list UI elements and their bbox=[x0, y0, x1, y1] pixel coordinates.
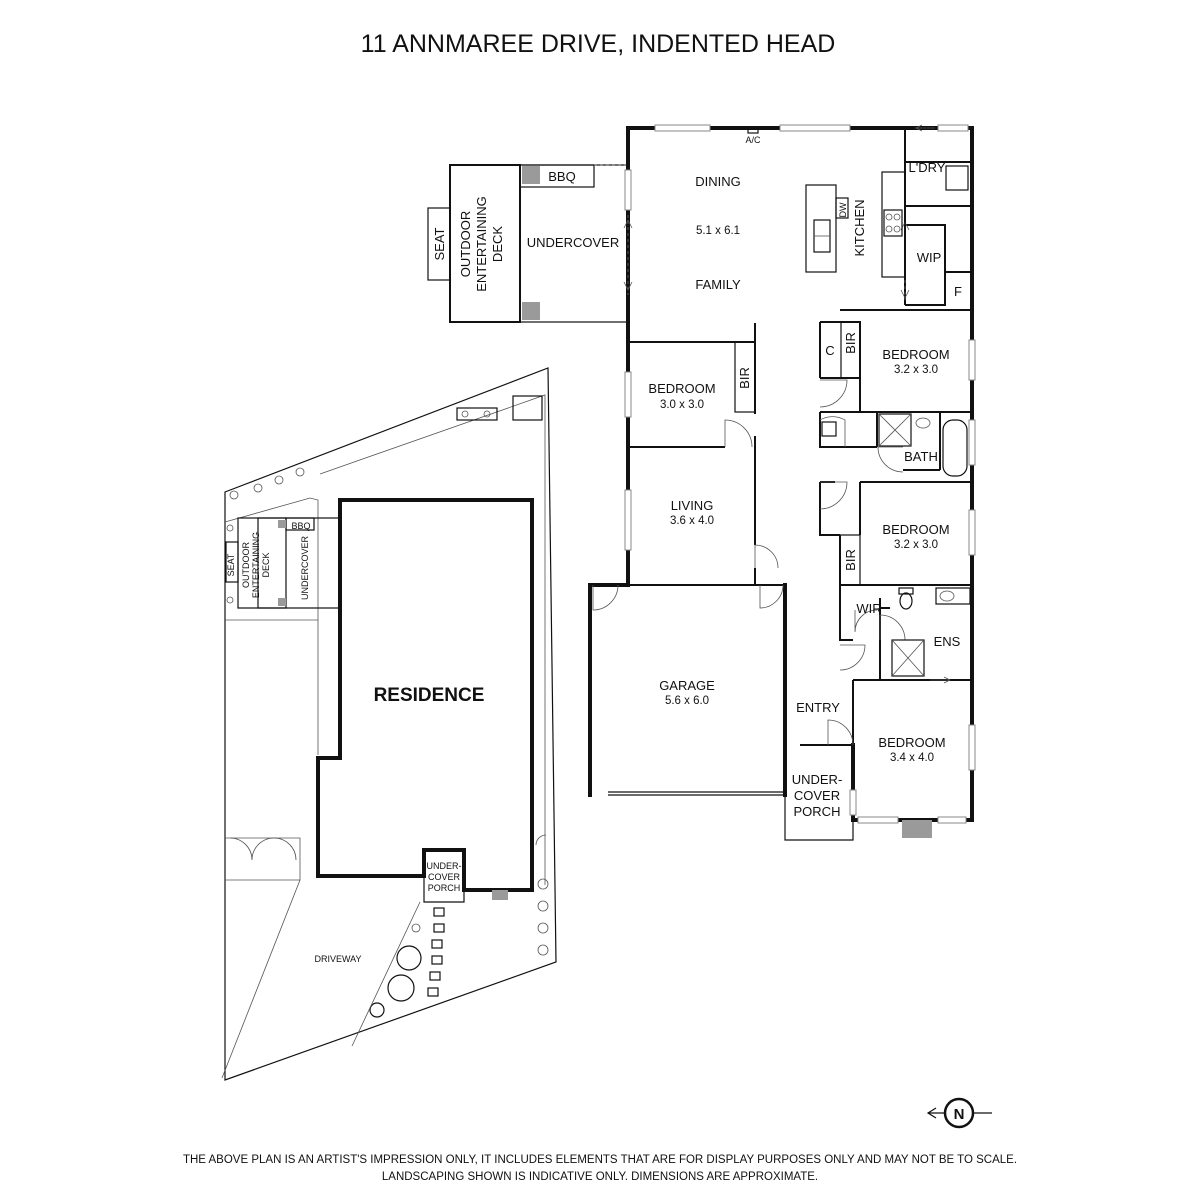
wir-label: WIR bbox=[856, 601, 881, 616]
deck-label-line3: DECK bbox=[490, 226, 505, 262]
bath-basin bbox=[915, 417, 931, 429]
ens-basin bbox=[939, 590, 955, 602]
exterior-walls bbox=[588, 126, 974, 841]
bir-east-label: BIR bbox=[843, 549, 858, 571]
bedroom-ne-label: BEDROOM bbox=[882, 347, 949, 362]
north-compass: N bbox=[926, 1097, 992, 1129]
living-label: LIVING bbox=[671, 498, 714, 513]
seat-label: SEAT bbox=[432, 227, 447, 260]
dining-dims: 5.1 x 6.1 bbox=[696, 225, 740, 237]
garden-plants bbox=[226, 410, 549, 1018]
ens-toilet bbox=[899, 592, 913, 610]
disclaimer-line2: LANDSCAPING SHOWN IS INDICATIVE ONLY. DI… bbox=[382, 1171, 818, 1183]
site-porch-line2: COVER bbox=[428, 872, 461, 882]
bbq-post bbox=[522, 166, 540, 184]
site-deck-line3: DECK bbox=[261, 552, 271, 577]
undercover-label: UNDERCOVER bbox=[527, 235, 619, 250]
room-labels: DINING 5.1 x 6.1 FAMILY A/C KITCHEN DW L… bbox=[432, 135, 962, 819]
bath-label: BATH bbox=[904, 449, 938, 464]
site-bbq-label: BBQ bbox=[291, 521, 310, 531]
site-boundary bbox=[224, 367, 557, 1081]
kitchen-island bbox=[805, 184, 837, 273]
cupboard-label: C bbox=[825, 343, 834, 358]
bedroom-east-label: BEDROOM bbox=[882, 522, 949, 537]
pavers bbox=[427, 907, 445, 997]
site-porch-line1: UNDER- bbox=[427, 861, 462, 871]
windows bbox=[624, 124, 976, 838]
wip-label: WIP bbox=[917, 250, 942, 265]
family-label: FAMILY bbox=[695, 277, 741, 292]
driveway-edge-west bbox=[221, 879, 301, 1079]
deck-label-line1: OUTDOOR bbox=[458, 211, 473, 277]
ac-label: A/C bbox=[745, 135, 761, 145]
page-title: 11 ANNMAREE DRIVE, INDENTED HEAD bbox=[361, 30, 836, 58]
outdoor-area bbox=[427, 164, 629, 323]
porch-label-line1: UNDER- bbox=[792, 772, 843, 787]
entry-label: ENTRY bbox=[796, 700, 840, 715]
site-seat bbox=[225, 541, 239, 583]
dishwasher-label: DW bbox=[838, 202, 848, 217]
bedroom-west-dims: 3.0 x 3.0 bbox=[660, 399, 704, 411]
air-conditioner bbox=[747, 127, 759, 134]
porch-label-line3: PORCH bbox=[794, 804, 841, 819]
site-undercover-label: UNDERCOVER bbox=[300, 536, 310, 601]
dishwasher bbox=[835, 197, 849, 219]
laundry-trough bbox=[945, 165, 969, 191]
compass-circle bbox=[943, 1097, 975, 1129]
residence-label: RESIDENCE bbox=[374, 685, 485, 706]
bedroom-ne-dims: 3.2 x 3.0 bbox=[894, 364, 938, 376]
deck-label-line2: ENTERTAINING bbox=[474, 196, 489, 292]
bedroom-west-label: BEDROOM bbox=[648, 381, 715, 396]
driveway-edge-east bbox=[351, 901, 421, 1047]
laundry-label: L'DRY bbox=[909, 160, 946, 175]
kitchen-label: KITCHEN bbox=[852, 199, 867, 256]
site-fence-west bbox=[224, 497, 319, 755]
doors bbox=[592, 124, 951, 746]
site-deck bbox=[257, 517, 287, 609]
driveway-label: DRIVEWAY bbox=[314, 954, 361, 964]
porch-label-line2: COVER bbox=[794, 788, 840, 803]
site-porch-line3: PORCH bbox=[428, 883, 461, 893]
site-plan: RESIDENCE DRIVEWAY BBQ SEAT OUTDOOR ENTE… bbox=[221, 367, 557, 1081]
fridge-label: F bbox=[954, 284, 962, 299]
north-label: N bbox=[954, 1106, 965, 1123]
bedroom-main-dims: 3.4 x 4.0 bbox=[890, 752, 934, 764]
internal-walls bbox=[628, 128, 972, 746]
shower-bath bbox=[878, 413, 912, 447]
site-seat-label: SEAT bbox=[226, 553, 236, 576]
kitchen-bench bbox=[881, 171, 906, 278]
bbq-bench bbox=[519, 164, 595, 188]
bir-west-label: BIR bbox=[737, 367, 752, 389]
deck-seat bbox=[427, 207, 451, 281]
site-fence bbox=[319, 394, 546, 885]
ens-shower bbox=[891, 639, 925, 677]
bedroom-east-dims: 3.2 x 3.0 bbox=[894, 539, 938, 551]
cooktop bbox=[883, 209, 903, 237]
site-deck-line1: OUTDOOR bbox=[241, 542, 251, 588]
bathtub bbox=[942, 419, 968, 477]
toilet-bath bbox=[821, 421, 837, 437]
undercover-post bbox=[522, 302, 540, 320]
ens-label: ENS bbox=[934, 634, 961, 649]
bedroom-main-label: BEDROOM bbox=[878, 735, 945, 750]
fixtures bbox=[747, 127, 971, 677]
residence-footprint bbox=[316, 498, 534, 892]
bbq-label: BBQ bbox=[548, 169, 575, 184]
dining-label: DINING bbox=[695, 174, 741, 189]
garage-label: GARAGE bbox=[659, 678, 715, 693]
living-dims: 3.6 x 4.0 bbox=[670, 515, 714, 527]
garage-dims: 5.6 x 6.0 bbox=[665, 695, 709, 707]
disclaimer-line1: THE ABOVE PLAN IS AN ARTIST'S IMPRESSION… bbox=[183, 1154, 1017, 1166]
main-floor-plan: DINING 5.1 x 6.1 FAMILY A/C KITCHEN DW L… bbox=[427, 124, 976, 841]
site-deck-line2: ENTERTAINING bbox=[251, 532, 261, 598]
bir-ne-label: BIR bbox=[843, 332, 858, 354]
